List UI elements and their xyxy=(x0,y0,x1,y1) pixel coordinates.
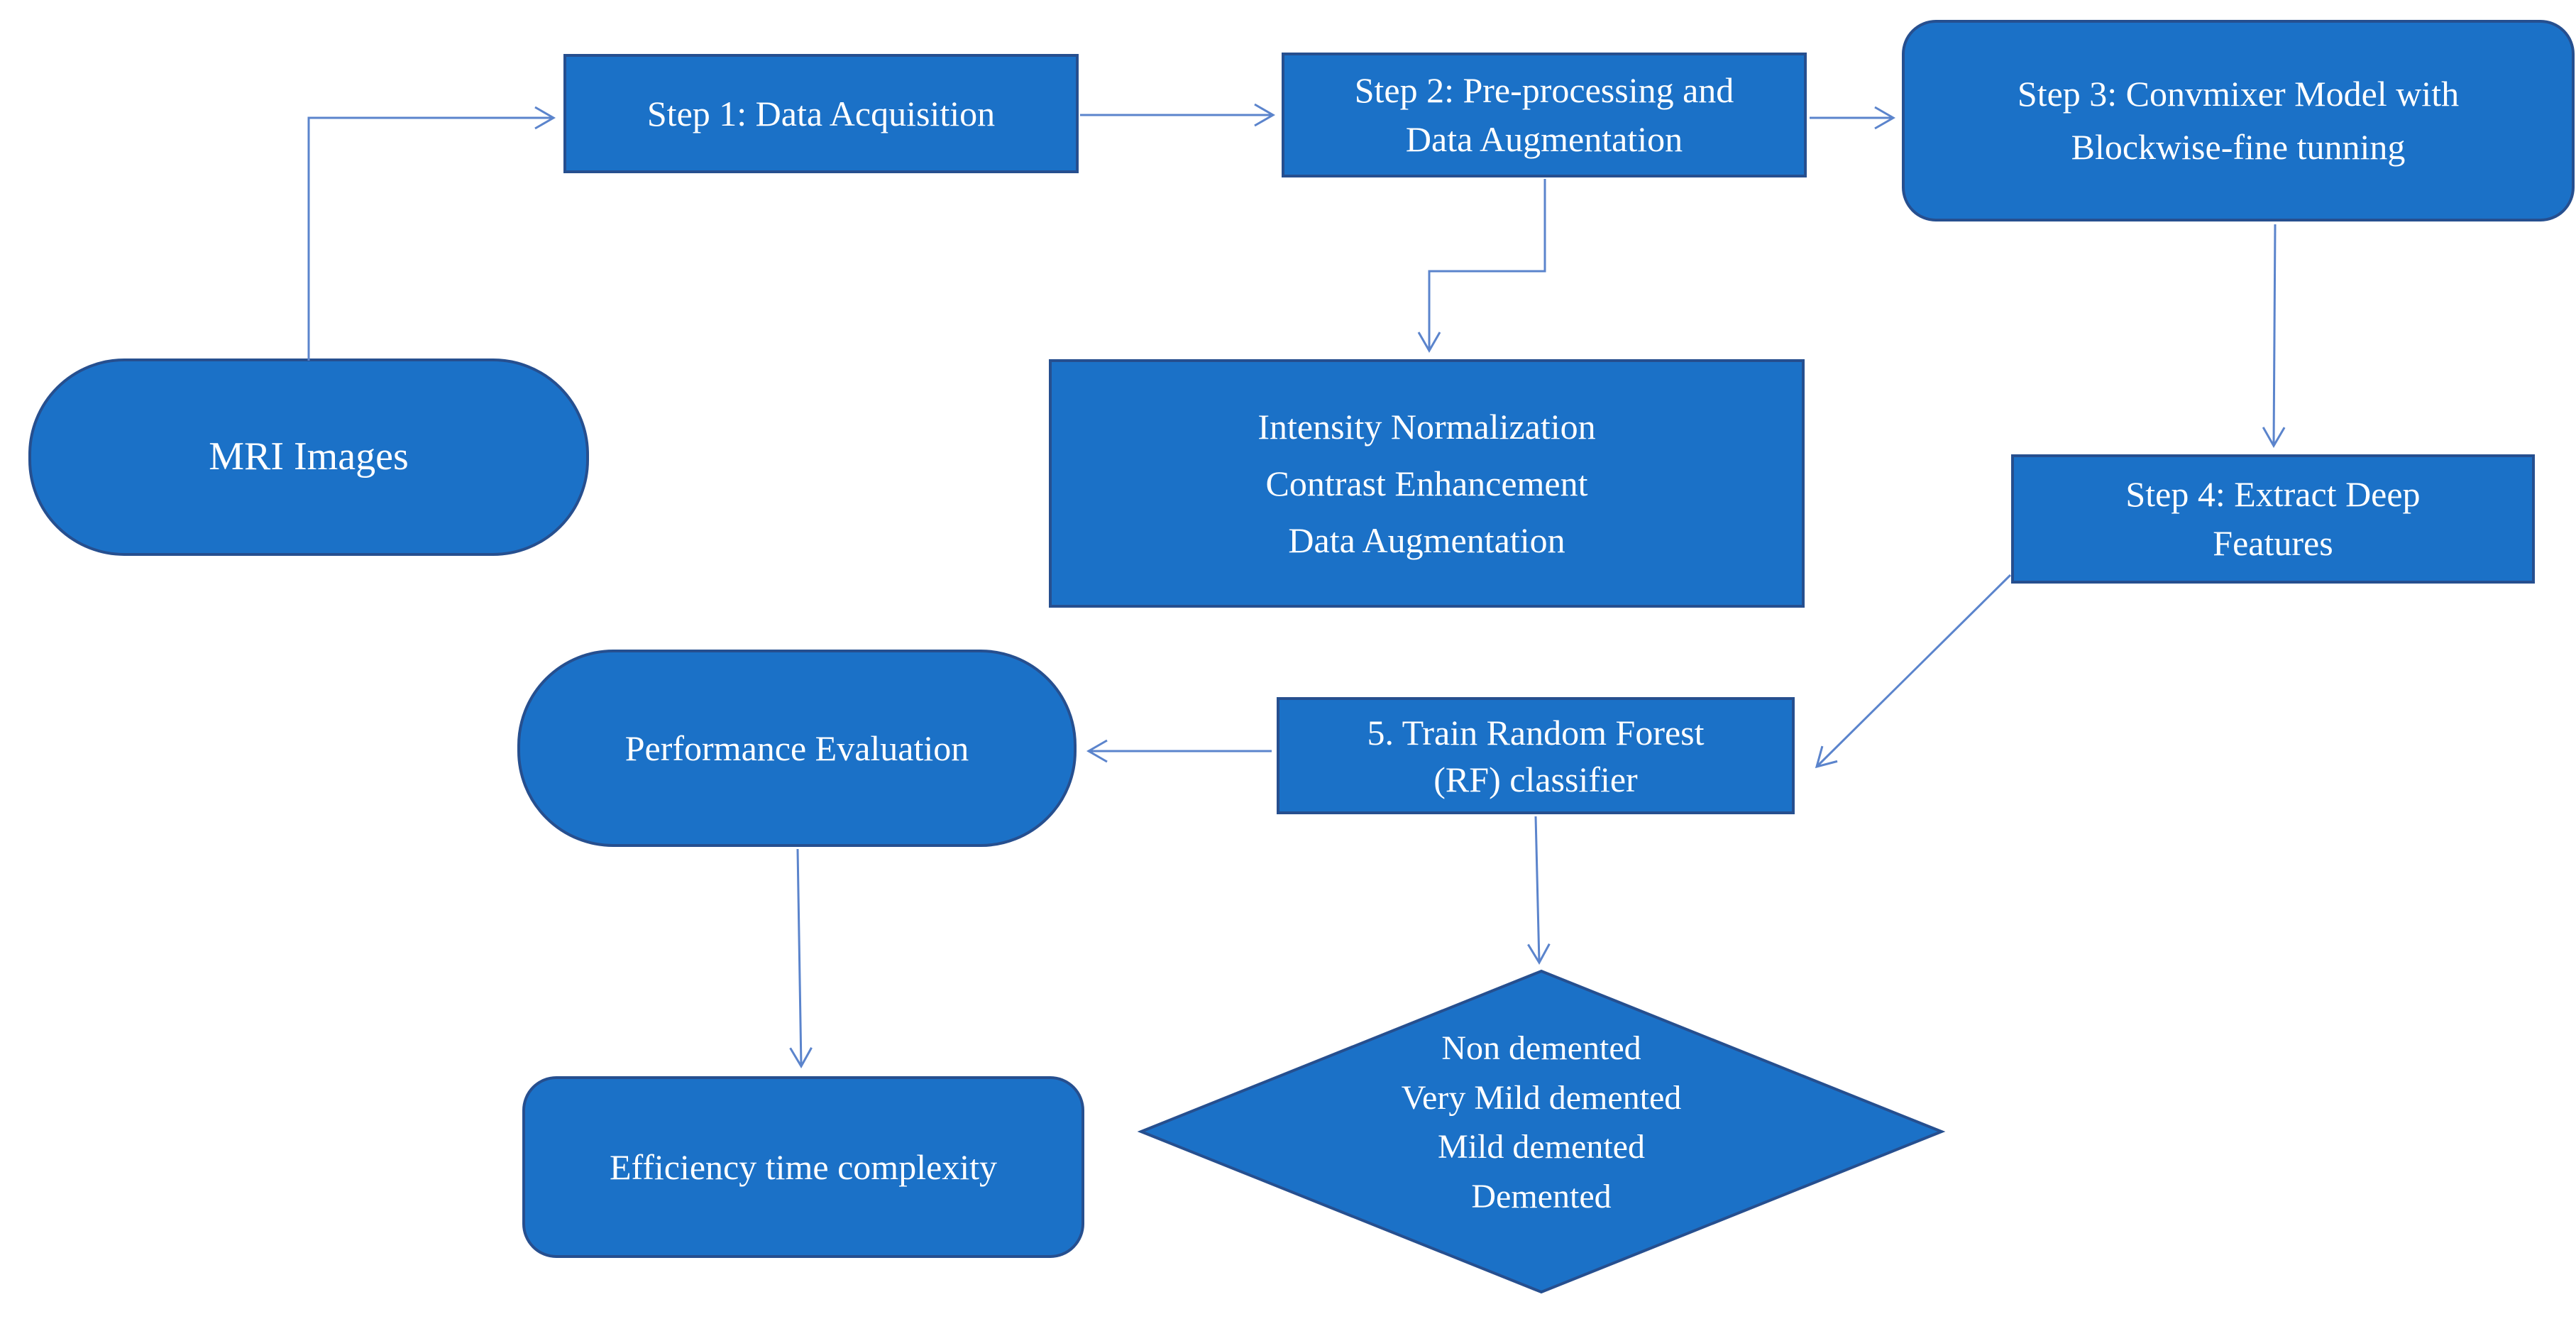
connector-step4-to-step5 xyxy=(1815,574,2012,769)
node-step4-extract-features: Step 4: Extract Deep Features xyxy=(2011,454,2535,584)
node-step4-line2: Features xyxy=(2213,523,2333,563)
connector-step2-to-preprocess xyxy=(1417,179,1546,354)
node-mri-images: MRI Images xyxy=(28,359,589,556)
node-efficiency-time-complexity: Efficiency time complexity xyxy=(522,1076,1084,1258)
node-step2-line1: Step 2: Pre-processing and xyxy=(1354,70,1734,110)
node-preprocess-line1: Intensity Normalization xyxy=(1257,407,1596,447)
connector-step5-to-decision xyxy=(1527,816,1551,965)
node-step2-preprocessing: Step 2: Pre-processing and Data Augmenta… xyxy=(1282,53,1807,177)
connector-step3-to-step4 xyxy=(2262,224,2286,449)
node-preprocess-line3: Data Augmentation xyxy=(1288,520,1565,560)
connector-performance-to-efficiency xyxy=(789,848,813,1069)
node-mri-images-label: MRI Images xyxy=(209,434,409,479)
node-decision-line3: Mild demented xyxy=(1438,1128,1645,1166)
node-step4-line1: Step 4: Extract Deep xyxy=(2125,474,2421,514)
node-step3-line1: Step 3: Convmixer Model with xyxy=(2017,74,2460,114)
node-step3-line2: Blockwise-fine tunning xyxy=(2071,127,2406,167)
connector-mri-to-step1 xyxy=(307,106,556,361)
node-preprocess-line2: Contrast Enhancement xyxy=(1265,464,1588,503)
node-decision-line2: Very Mild demented xyxy=(1401,1078,1682,1117)
node-efficiency-label: Efficiency time complexity xyxy=(609,1146,998,1187)
node-step3-convmixer: Step 3: Convmixer Model with Blockwise-f… xyxy=(1902,20,2575,221)
node-step1-data-acquisition: Step 1: Data Acquisition xyxy=(563,54,1079,173)
node-performance-label: Performance Evaluation xyxy=(624,728,969,768)
node-preprocess-detail: Intensity Normalization Contrast Enhance… xyxy=(1049,359,1805,608)
node-step5-line1: 5. Train Random Forest xyxy=(1367,712,1705,752)
node-decision-label: Non demented Very Mild demented Mild dem… xyxy=(1187,1024,1896,1221)
node-step2-line2: Data Augmentation xyxy=(1405,119,1683,159)
node-step1-label: Step 1: Data Acquisition xyxy=(646,93,996,133)
node-step5-line2: (RF) classifier xyxy=(1433,759,1638,799)
node-decision-line1: Non demented xyxy=(1441,1029,1641,1067)
node-decision-line4: Demented xyxy=(1471,1177,1612,1215)
node-step5-train-rf: 5. Train Random Forest (RF) classifier xyxy=(1277,697,1795,814)
node-performance-evaluation: Performance Evaluation xyxy=(517,650,1077,847)
